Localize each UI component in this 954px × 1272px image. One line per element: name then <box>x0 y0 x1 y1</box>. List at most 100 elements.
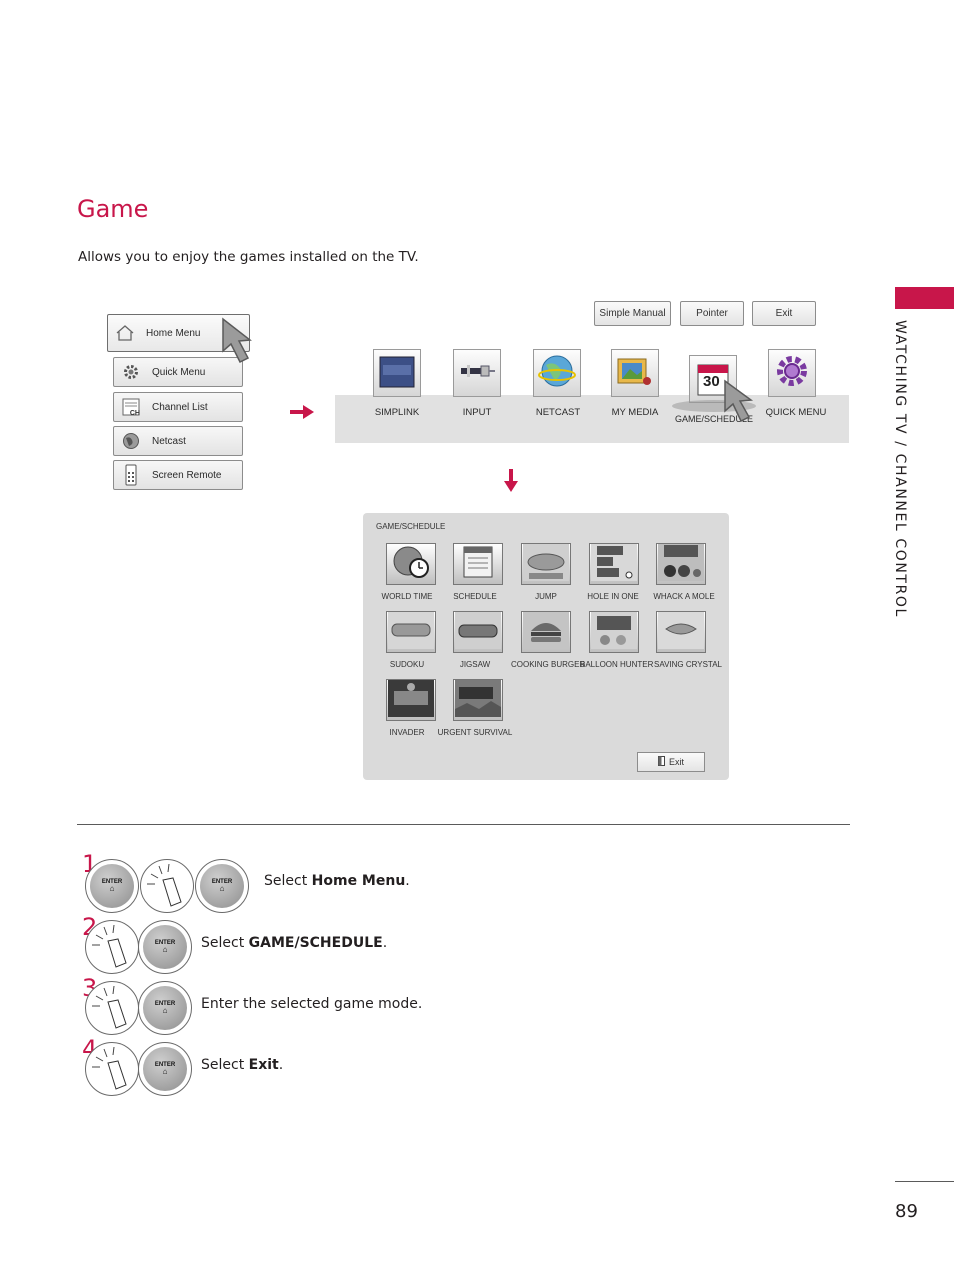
menu-item-label: Screen Remote <box>152 469 222 481</box>
invader-icon <box>388 680 434 720</box>
game-label-urgent-survival: URGENT SURVIVAL <box>437 728 513 737</box>
dock-label-simplink: SIMPLINK <box>374 407 420 418</box>
burger-icon <box>523 612 569 652</box>
step-1-text: Select Home Menu. <box>264 873 410 889</box>
remote-enter-button: ENTER⌂ <box>195 859 249 913</box>
game-schedule[interactable] <box>453 543 503 585</box>
menu-item-home[interactable]: Home Menu <box>107 314 250 352</box>
jump-icon <box>523 544 569 584</box>
game-urgent-survival[interactable] <box>453 679 503 721</box>
game-label-whack-a-mole: WHACK A MOLE <box>653 592 715 601</box>
panel-title: GAME/SCHEDULE <box>376 522 446 531</box>
dock-item-netcast[interactable] <box>533 349 581 397</box>
remote-press-illustration <box>85 920 139 974</box>
intro-text: Allows you to enjoy the games installed … <box>78 249 419 265</box>
game-invader[interactable] <box>386 679 436 721</box>
section-side-label-text: WATCHING TV / CHANNEL CONTROL <box>892 320 908 618</box>
exit-door-icon <box>657 756 665 768</box>
channel-list-icon: CH <box>120 397 142 417</box>
dock-label-netcast: NETCAST <box>535 407 581 418</box>
dock-item-input[interactable] <box>453 349 501 397</box>
clock-globe-icon <box>388 544 434 584</box>
schedule-icon <box>455 544 501 584</box>
game-world-time[interactable] <box>386 543 436 585</box>
calendar-day: 30 <box>703 373 720 390</box>
enter-label: ENTER <box>154 1062 176 1068</box>
game-label-hole-in-one: HOLE IN ONE <box>587 592 639 601</box>
game-label-jump: JUMP <box>535 592 557 601</box>
pointer-button[interactable]: Pointer <box>680 301 744 326</box>
remote-enter-button: ENTER⌂ <box>138 1042 192 1096</box>
game-label-sudoku: SUDOKU <box>389 660 425 669</box>
game-label-invader: INVADER <box>389 728 425 737</box>
dock-label-my-media: MY MEDIA <box>611 407 659 418</box>
remote-press-illustration <box>85 981 139 1035</box>
finger-press-icon <box>147 863 182 907</box>
gear-icon <box>772 351 812 396</box>
menu-item-screen-remote[interactable]: Screen Remote <box>113 460 243 490</box>
step-4-text: Select Exit. <box>201 1057 284 1073</box>
arrow-right-icon <box>290 405 314 419</box>
dock-item-simplink[interactable] <box>373 349 421 397</box>
game-whack-a-mole[interactable] <box>656 543 706 585</box>
input-cable-icon <box>457 351 497 396</box>
enter-label: ENTER <box>154 1001 176 1007</box>
dock-label-quick-menu: QUICK MENU <box>765 407 827 418</box>
enter-label: ENTER <box>154 940 176 946</box>
dock-item-my-media[interactable] <box>611 349 659 397</box>
remote-enter-button: ENTER⌂ <box>85 859 139 913</box>
jigsaw-icon <box>455 612 501 652</box>
panel-exit-button[interactable]: Exit <box>637 752 705 772</box>
section-divider <box>77 824 850 825</box>
menu-item-channel-list[interactable]: CH Channel List <box>113 392 243 422</box>
dock-label-input: INPUT <box>462 407 492 418</box>
dock-item-quick-menu[interactable] <box>768 349 816 397</box>
simplink-icon <box>377 351 417 396</box>
home-icon: ⌂ <box>219 884 225 893</box>
menu-item-netcast[interactable]: Netcast <box>113 426 243 456</box>
game-label-saving-crystal: SAVING CRYSTAL <box>653 660 723 669</box>
game-jump[interactable] <box>521 543 571 585</box>
selection-highlight <box>672 400 756 412</box>
exit-button[interactable]: Exit <box>752 301 816 326</box>
game-label-schedule: SCHEDULE <box>453 592 497 601</box>
finger-press-icon <box>92 985 127 1029</box>
panel-exit-label: Exit <box>668 757 684 767</box>
game-sudoku[interactable] <box>386 611 436 653</box>
menu-item-label: Channel List <box>152 401 208 413</box>
enter-label: ENTER <box>211 879 233 885</box>
page-number-rule <box>895 1181 954 1182</box>
game-label-world-time: WORLD TIME <box>381 592 433 601</box>
dock-item-game-schedule[interactable]: 30 <box>689 355 737 403</box>
simple-manual-button[interactable]: Simple Manual <box>594 301 671 326</box>
home-icon: ⌂ <box>162 945 168 954</box>
game-label-jigsaw: JIGSAW <box>459 660 491 669</box>
remote-enter-button: ENTER⌂ <box>138 920 192 974</box>
remote-press-illustration <box>85 1042 139 1096</box>
page-title: Game <box>77 195 149 223</box>
game-label-balloon-hunter: BALLOON HUNTER <box>580 660 654 669</box>
survival-icon <box>455 680 501 720</box>
globe-icon <box>537 351 577 396</box>
section-tab-marker <box>895 287 954 309</box>
section-side-label: WATCHING TV / CHANNEL CONTROL <box>888 320 912 660</box>
game-jigsaw[interactable] <box>453 611 503 653</box>
dock-label-game-schedule: GAME/SCHEDULE <box>674 414 754 424</box>
house-icon <box>114 323 136 343</box>
finger-press-icon <box>92 924 127 968</box>
remote-press-illustration <box>140 859 194 913</box>
game-cooking-burger[interactable] <box>521 611 571 653</box>
game-balloon-hunter[interactable] <box>589 611 639 653</box>
game-saving-crystal[interactable] <box>656 611 706 653</box>
menu-item-label: Netcast <box>152 435 186 447</box>
calendar-icon: 30 <box>693 359 733 399</box>
remote-icon <box>120 464 142 486</box>
remote-enter-button: ENTER⌂ <box>138 981 192 1035</box>
sudoku-icon <box>388 612 434 652</box>
game-label-cooking-burger: COOKING BURGER <box>511 660 586 669</box>
page-number: 89 <box>895 1201 918 1222</box>
mole-icon <box>658 544 704 584</box>
home-icon: ⌂ <box>109 884 115 893</box>
menu-item-quick-menu[interactable]: Quick Menu <box>113 357 243 387</box>
game-hole-in-one[interactable] <box>589 543 639 585</box>
